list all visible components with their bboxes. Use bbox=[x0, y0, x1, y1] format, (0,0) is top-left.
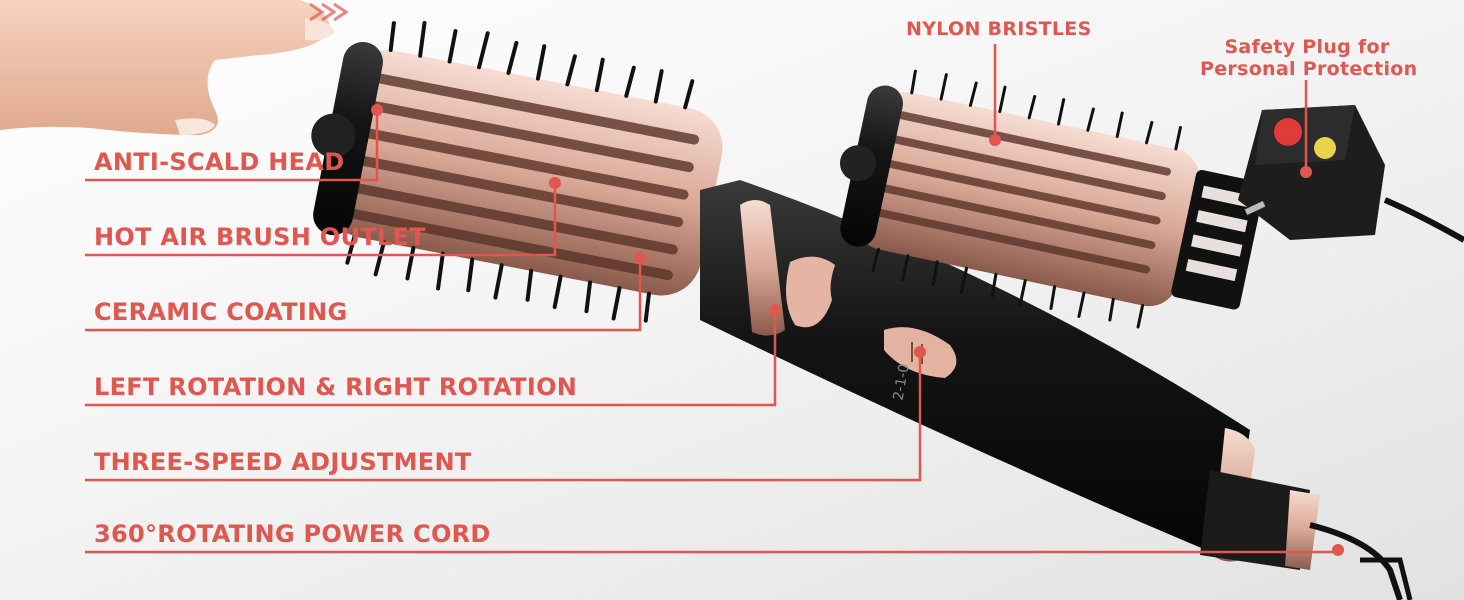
feature-label-ceramic-coating: CERAMIC COATING bbox=[94, 298, 348, 326]
touch-motion-icon bbox=[309, 2, 349, 22]
feature-label-three-speed-adjustment: THREE-SPEED ADJUSTMENT bbox=[94, 448, 472, 476]
main-brush-handle: 2-1-0 bbox=[700, 180, 1413, 600]
feature-label-anti-scald-head: ANTI-SCALD HEAD bbox=[94, 148, 345, 176]
safety-plug-label-line1: Safety Plug for bbox=[1224, 36, 1390, 58]
callout-dots bbox=[371, 104, 1344, 556]
nylon-bristles-label: NYLON BRISTLES bbox=[906, 18, 1092, 40]
callout-leaders bbox=[85, 44, 1338, 554]
feature-label-left-right-rotation: LEFT ROTATION & RIGHT ROTATION bbox=[94, 373, 578, 401]
safety-plug-label-line2: Personal Protection bbox=[1200, 58, 1418, 80]
feature-label-rotating-power-cord: 360°ROTATING POWER CORD bbox=[94, 520, 491, 548]
feature-label-hot-air-brush-outlet: HOT AIR BRUSH OUTLET bbox=[94, 223, 426, 251]
yellow-button-icon bbox=[1314, 137, 1336, 159]
red-button-icon bbox=[1274, 118, 1302, 146]
safety-plug-image bbox=[1238, 105, 1464, 243]
switch-marks: 2-1-0 bbox=[891, 363, 913, 402]
second-brush-head bbox=[839, 69, 1265, 329]
safety-plug-label: Safety Plug for Personal Protection bbox=[1200, 36, 1418, 80]
rotation-button bbox=[786, 256, 835, 328]
hand-image bbox=[0, 0, 335, 135]
main-brush-head bbox=[311, 20, 723, 323]
